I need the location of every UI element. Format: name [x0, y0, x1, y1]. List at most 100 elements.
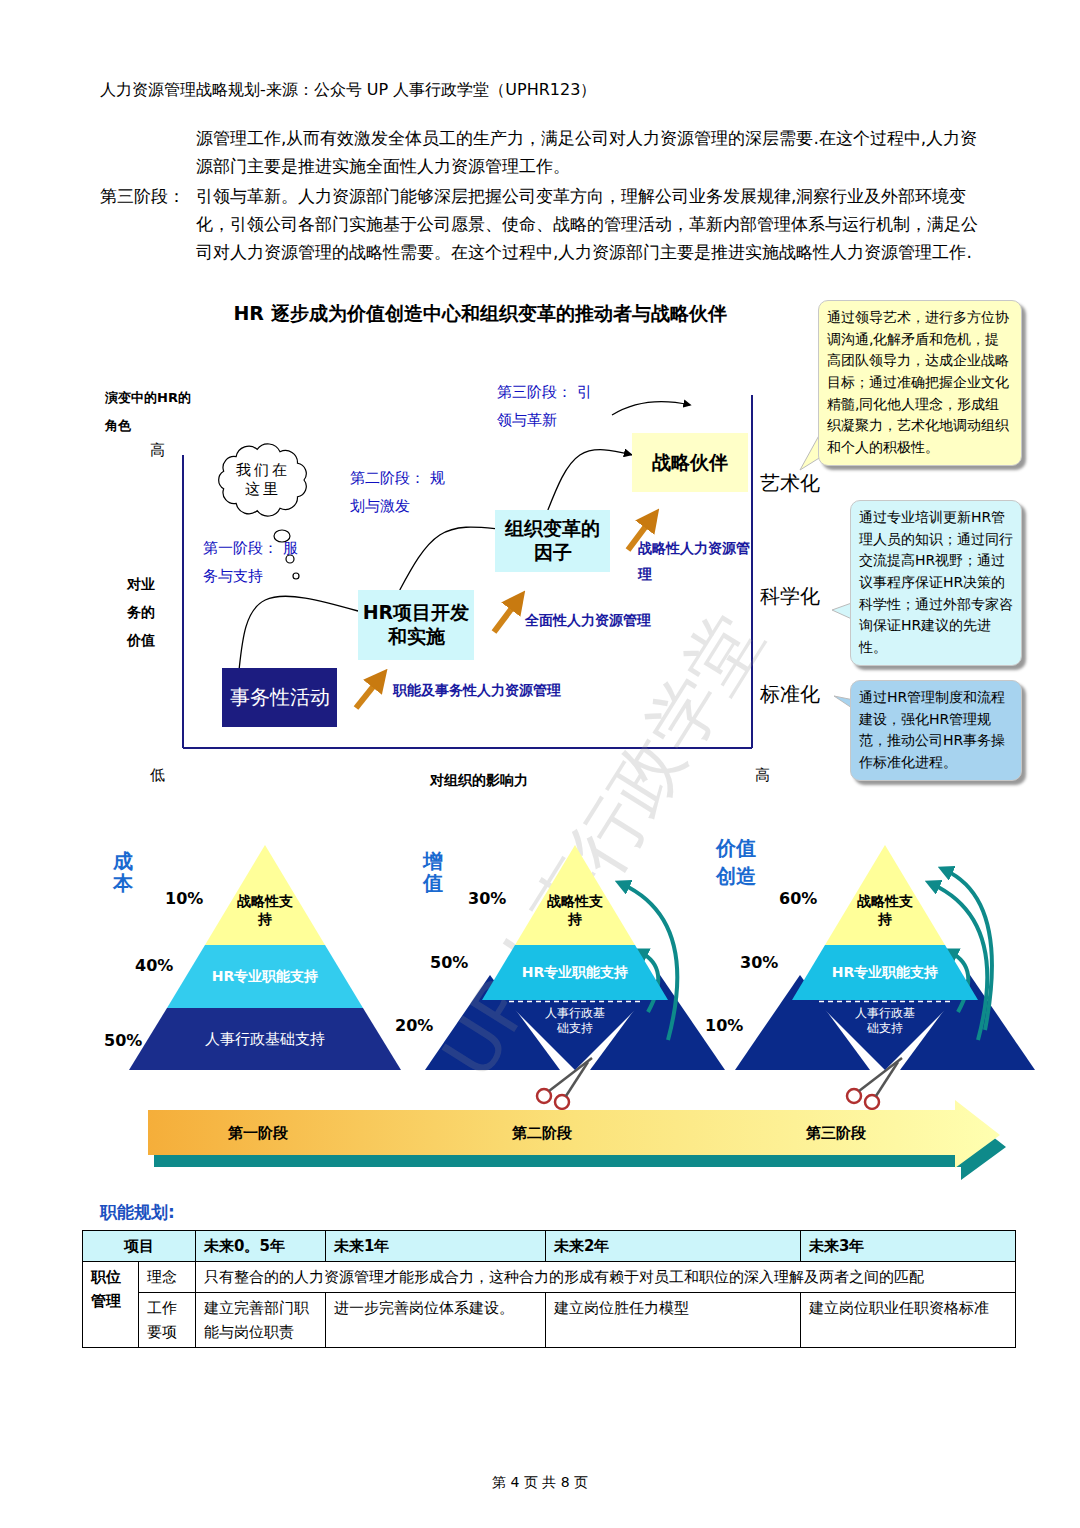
dashed-line: [819, 1001, 951, 1003]
pyramid-band: HR专业职能支持: [482, 945, 668, 1000]
text-label: 第 4 页 共 8 页: [470, 1472, 610, 1492]
text-label: 职能规划:: [100, 1200, 220, 1225]
node-text: HR项目开发和实施: [362, 601, 470, 649]
text-label: 10%: [705, 1014, 749, 1037]
plan-table: 项目未来0。5年未来1年未来2年未来3年职位管理理念只有整合的的人力资源管理才能…: [82, 1230, 1016, 1348]
activity-box: 事务性活动: [222, 668, 337, 727]
progress-arc: [612, 402, 690, 415]
stage-arrow: [148, 1100, 1006, 1180]
connector: [548, 450, 632, 510]
table-cell: 理念: [139, 1262, 196, 1293]
node-text: 人事行政基础支持: [165, 1030, 365, 1049]
node-text: 组织变革的因子: [499, 517, 606, 565]
band-fill: [129, 1008, 401, 1070]
band-fill: [815, 1000, 955, 1070]
text-label: 高: [755, 765, 779, 787]
text-label: 50%: [104, 1029, 148, 1052]
text-label: 第二阶段： 规划与激发: [350, 464, 445, 520]
text-label: 科学化: [760, 582, 832, 611]
text-label: 全面性人力资源管理: [525, 610, 690, 630]
text-label: 艺术化: [760, 469, 832, 498]
node-text: 通过专业培训更新HR管理人员的知识；通过同行交流提高HR视野；通过议事程序保证H…: [859, 507, 1013, 659]
table-cell: 建立岗位胜任力模型: [546, 1293, 801, 1348]
band-fill: [515, 845, 635, 945]
cloud-outline: [219, 444, 307, 516]
partner-box: 战略伙伴: [632, 433, 748, 492]
band-fill: [482, 945, 668, 1000]
table-row: 工作要项建立完善部门职能与岗位职责进一步完善岗位体系建设。建立岗位胜任力模型建立…: [83, 1293, 1016, 1348]
text-label: 对组织的影响力: [430, 770, 570, 790]
text-label: 人力资源管理战略规划-来源：公众号 UP 人事行政学堂（UPHR123）: [100, 78, 820, 101]
node-text: HR专业职能支持: [505, 964, 645, 982]
pyramid-band: 人事行政基础支持: [129, 1008, 401, 1070]
node-text: 我们在这里: [235, 461, 291, 499]
node-text: HR专业职能支持: [815, 964, 955, 982]
text-label: 第三阶段: [806, 1123, 906, 1145]
stage-box: HR项目开发和实施: [358, 590, 474, 660]
node-text: 通过HR管理制度和流程建设，强化HR管理规范，推动公司HR事务操作标准化进程。: [859, 687, 1013, 774]
node-text: 战略性支持: [547, 893, 603, 928]
pyramid-band: HR专业职能支持: [792, 945, 978, 1000]
pyramid-band: HR专业职能支持: [167, 945, 363, 1008]
band-fill: [505, 1000, 645, 1070]
table-cell: 建立完善部门职能与岗位职责: [196, 1293, 326, 1348]
text-label: 对业务的价值: [127, 570, 157, 654]
text-label: 成本: [113, 850, 133, 894]
node-text: 战略性支持: [857, 893, 913, 928]
text-label: 10%: [165, 887, 209, 910]
node-text: 战略伙伴: [652, 451, 728, 475]
table-cell: 未来2年: [546, 1231, 801, 1262]
chart-axes: [183, 395, 752, 748]
text-label: 高: [150, 440, 174, 462]
node-text: 通过领导艺术，进行多方位协调沟通,化解矛盾和危机，提高团队领导力，达成企业战略目…: [827, 307, 1013, 459]
text-label: 第三阶段： 引领与革新: [497, 378, 592, 434]
scissors-icon: [537, 1058, 902, 1109]
band-fill: [205, 845, 325, 945]
table-cell: 职位管理: [83, 1262, 139, 1348]
table-cell: 项目: [83, 1231, 196, 1262]
text-label: 60%: [779, 887, 823, 910]
text-label: 演变中的HR的角色: [105, 384, 197, 440]
pyramid-band: 战略性支持: [515, 845, 635, 945]
table-cell: 未来3年: [801, 1231, 1016, 1262]
text-label: 第一阶段: [228, 1123, 328, 1145]
table-cell: 未来1年: [326, 1231, 546, 1262]
node-text: 人事行政基础支持: [853, 1006, 917, 1036]
node-text: 战略性支持: [237, 893, 293, 928]
stage-box: 组织变革的因子: [495, 510, 610, 572]
text-label: 第三阶段：: [100, 182, 196, 210]
text-label: 价值创造: [716, 834, 762, 890]
text-label: 30%: [468, 887, 512, 910]
text-label: 30%: [740, 951, 784, 974]
pyramid-band: 人事行政基础支持: [815, 1000, 955, 1070]
dashed-line: [509, 1001, 641, 1003]
table-cell: 建立岗位职业任职资格标准: [801, 1293, 1016, 1348]
text-label: 战略性人力资源管理: [638, 535, 756, 587]
table-cell: 只有整合的的人力资源管理才能形成合力，这种合力的形成有赖于对员工和职位的深入理解…: [196, 1262, 1016, 1293]
text-label: 第二阶段: [512, 1123, 612, 1145]
node-text: 人事行政基础支持: [543, 1006, 607, 1036]
connector: [400, 527, 495, 590]
table-cell: 进一步完善岗位体系建设。: [326, 1293, 546, 1348]
connector: [239, 596, 358, 668]
text-label: 增值: [423, 850, 443, 894]
node-text: HR专业职能支持: [190, 968, 340, 986]
text-label: 源管理工作,从而有效激发全体员工的生产力，满足公司对人力资源管理的深层需要.在这…: [196, 124, 986, 180]
table-row: 项目未来0。5年未来1年未来2年未来3年: [83, 1231, 1016, 1262]
table-cell: 未来0。5年: [196, 1231, 326, 1262]
text-label: 低: [150, 765, 174, 787]
callout-box: 通过领导艺术，进行多方位协调沟通,化解矛盾和危机，提高团队领导力，达成企业战略目…: [818, 300, 1022, 466]
thought-cloud: 我们在这里: [215, 442, 311, 518]
pyramid-band: 战略性支持: [205, 845, 325, 945]
pyramid-band: 战略性支持: [825, 845, 945, 945]
text-label: 20%: [395, 1014, 439, 1037]
band-fill: [825, 845, 945, 945]
band-fill: [167, 945, 363, 1008]
text-label: 40%: [135, 954, 179, 977]
diagram-title: HR 逐步成为价值创造中心和组织变革的推动者与战略伙伴: [150, 300, 810, 328]
table-row: 职位管理理念只有整合的的人力资源管理才能形成合力，这种合力的形成有赖于对员工和职…: [83, 1262, 1016, 1293]
text-label: 职能及事务性人力资源管理: [393, 680, 608, 700]
text-label: 第一阶段： 服务与支持: [203, 534, 298, 590]
text-label: 引领与革新。人力资源部门能够深层把握公司变革方向，理解公司业务发展规律,洞察行业…: [196, 182, 986, 266]
text-label: 标准化: [760, 680, 832, 709]
